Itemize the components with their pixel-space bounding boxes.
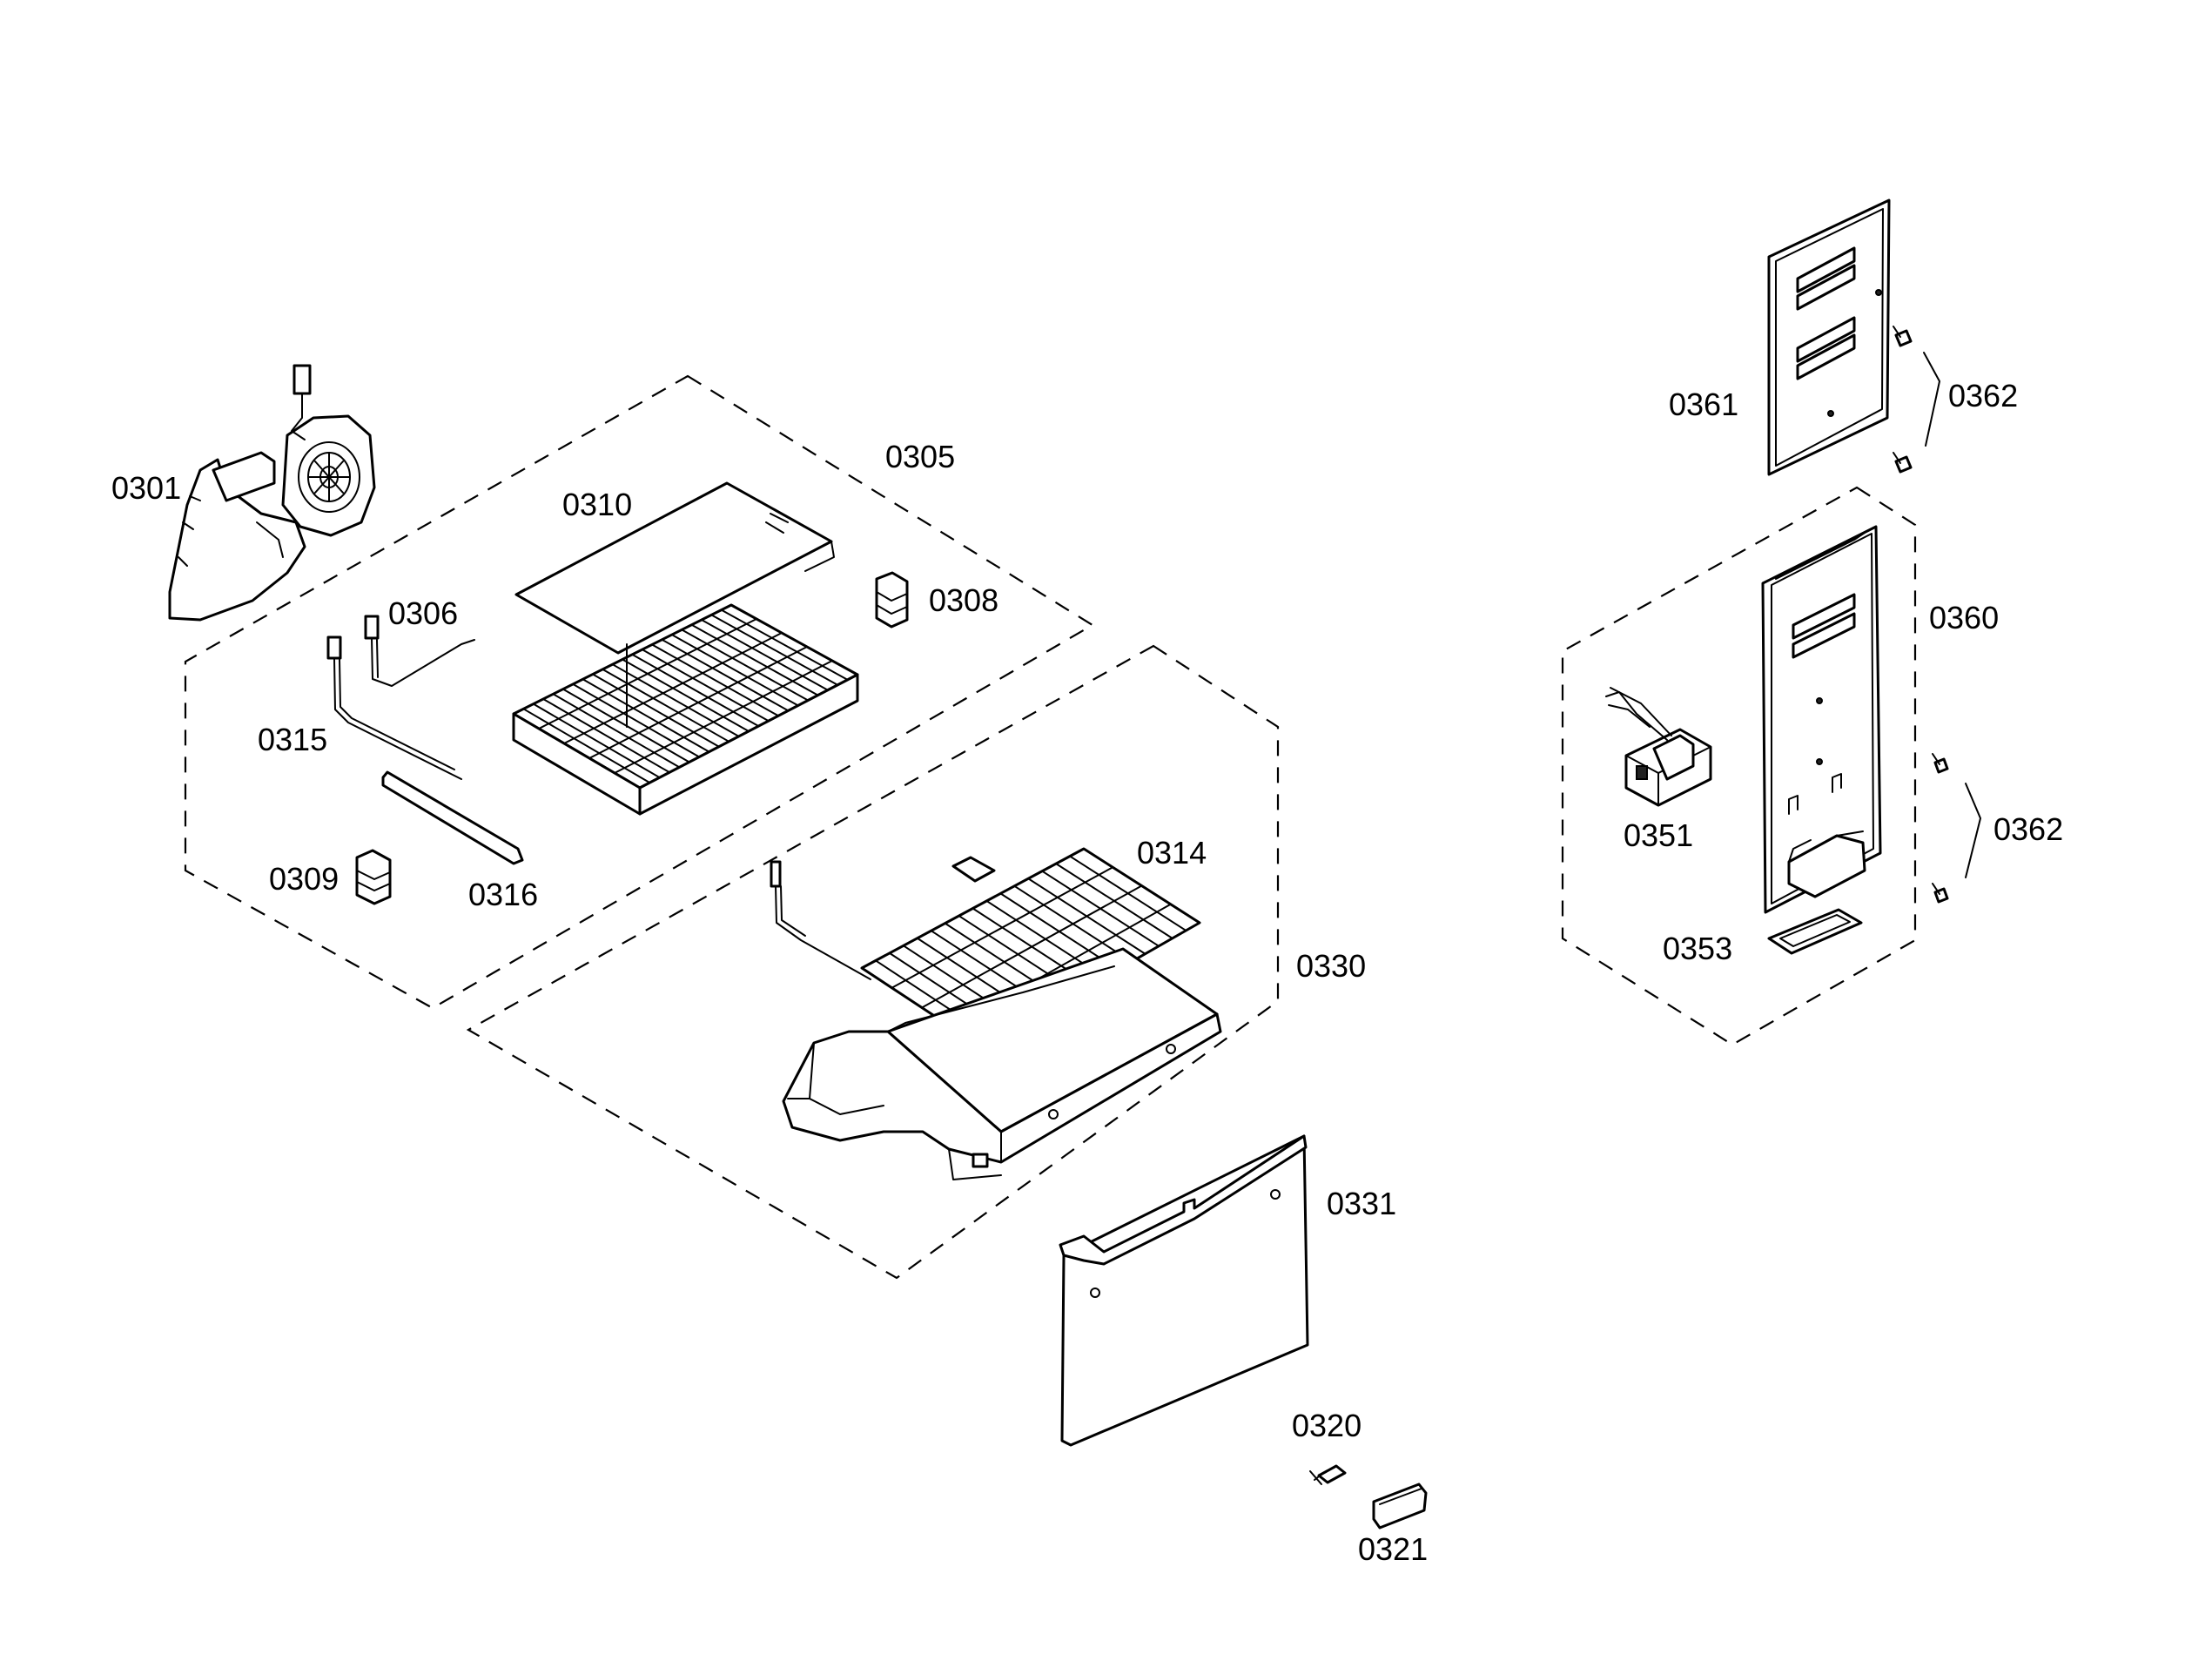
evaporator-coil[interactable] (512, 603, 859, 816)
defrost-heater-grid-0314[interactable] (770, 847, 1201, 1049)
label-0362-bottom: 0362 (1993, 811, 2063, 847)
fin-line (631, 653, 760, 728)
label-0330: 0330 (1296, 948, 1366, 984)
group-outline-0305 (184, 374, 1095, 1010)
label-0316: 0316 (468, 877, 538, 912)
fin-line (622, 658, 750, 732)
fin-line (582, 678, 710, 753)
label-0360: 0360 (1929, 600, 1999, 635)
fin-line (532, 703, 661, 779)
label-0310: 0310 (562, 487, 632, 522)
fin-line (720, 608, 849, 681)
screw-0362-top[interactable] (1893, 326, 1940, 474)
group-outline-0360 (1561, 486, 1917, 1046)
switch-0351[interactable] (1605, 687, 1712, 807)
fin-line (700, 619, 829, 691)
panel-0361[interactable] (1767, 198, 1891, 476)
fin-line (641, 649, 770, 723)
label-0321: 0321 (1358, 1531, 1428, 1567)
fin-line (563, 632, 783, 744)
screw-0320[interactable] (1309, 1464, 1347, 1485)
label-0306: 0306 (388, 595, 458, 631)
label-0353: 0353 (1663, 931, 1732, 966)
screw-0362-bottom[interactable] (1932, 753, 1981, 904)
fin-line (661, 638, 790, 712)
fin-line (602, 668, 730, 743)
connector-0309[interactable] (355, 849, 392, 905)
fin-line (538, 618, 757, 730)
heater-wire-0315[interactable] (326, 635, 462, 780)
fin-line (670, 634, 799, 707)
label-0308: 0308 (929, 582, 998, 618)
fin-line (552, 693, 681, 769)
fin-line (611, 663, 740, 737)
label-0315: 0315 (258, 722, 327, 757)
fan-motor-assembly[interactable] (168, 364, 376, 622)
cap-0321[interactable] (1372, 1483, 1428, 1530)
fin-line (921, 884, 1143, 1009)
label-0331: 0331 (1327, 1186, 1396, 1221)
label-0309: 0309 (269, 861, 339, 897)
connector-0308[interactable] (875, 571, 909, 629)
fin-line (522, 708, 651, 784)
fin-line (572, 682, 701, 758)
label-0362-top: 0362 (1948, 378, 2018, 414)
fin-line (651, 643, 780, 717)
label-0301: 0301 (111, 470, 181, 506)
label-0305: 0305 (885, 439, 955, 474)
label-0320: 0320 (1292, 1408, 1361, 1443)
fin-line (710, 614, 839, 686)
fin-line (690, 623, 819, 696)
panel-0360[interactable] (1761, 525, 1882, 914)
fin-line (614, 660, 833, 774)
evaporator-tray-0330[interactable] (782, 947, 1222, 1180)
label-0361: 0361 (1669, 387, 1738, 422)
bracket-0316[interactable] (381, 770, 524, 865)
cover-plate-0331[interactable] (1059, 1134, 1309, 1447)
fin-line (891, 866, 1114, 989)
label-0351: 0351 (1624, 817, 1693, 853)
fin-line (588, 646, 808, 759)
temperature-sensor-0306[interactable] (364, 615, 475, 687)
fin-line (681, 629, 810, 702)
fin-line (561, 688, 690, 763)
label-0314: 0314 (1137, 835, 1207, 871)
filter-0353[interactable] (1767, 908, 1863, 955)
fin-line (542, 697, 671, 774)
group-outline-0330 (466, 644, 1280, 1280)
heater-plate[interactable] (514, 481, 835, 655)
fin-line (591, 673, 720, 748)
